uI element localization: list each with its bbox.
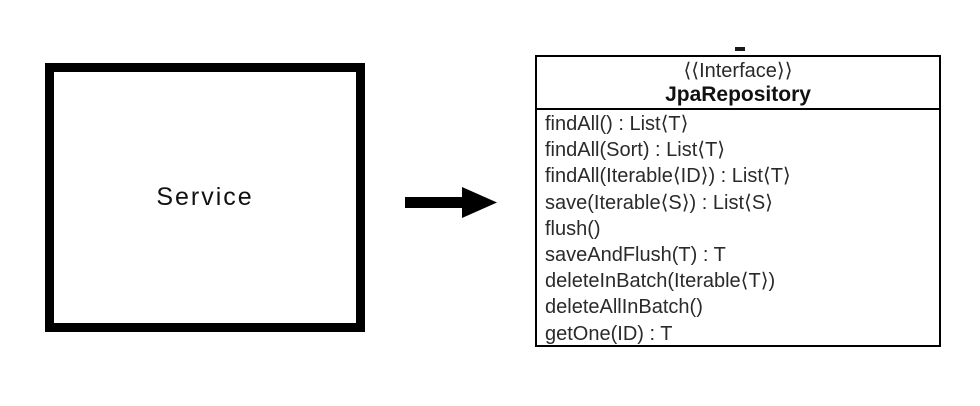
method-item: saveAndFlush(T) : T [545,244,726,267]
interface-header: ⟨⟨Interface⟩⟩ JpaRepository [537,57,939,110]
methods-list: findAll() : List⟨T⟩ findAll(Sort) : List… [537,110,939,347]
method-item: flush() [545,217,601,240]
service-class-label: Service [156,183,254,211]
jparepository-interface-box: ⟨⟨Interface⟩⟩ JpaRepository findAll() : … [535,55,941,347]
method-item: findAll() : List⟨T⟩ [545,113,689,135]
service-class-box: Service [45,63,365,332]
arrow-right-icon [405,187,497,218]
method-item: save(Iterable⟨S⟩) : List⟨S⟩ [545,191,773,214]
method-item: deleteAllInBatch() [545,296,703,319]
interface-stereotype: ⟨⟨Interface⟩⟩ [683,60,793,82]
method-item: findAll(Sort) : List⟨T⟩ [545,139,726,162]
method-item: findAll(Iterable⟨ID⟩) : List⟨T⟩ [545,165,791,188]
method-item: deleteInBatch(Iterable⟨T⟩) [545,270,776,293]
cropped-connector-remnant [735,47,745,51]
method-item: getOne(ID) : T [545,322,673,345]
interface-name: JpaRepository [665,83,811,106]
